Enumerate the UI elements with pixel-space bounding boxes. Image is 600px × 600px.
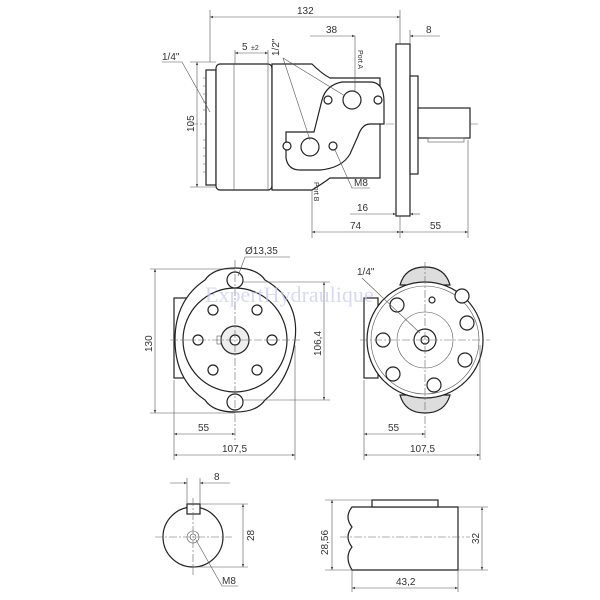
side-view: 132 38 8 5 ±2 1/2" Port A Port B 1/4" 10… — [162, 6, 480, 238]
label-rear-drain-port: 1/4" — [357, 267, 375, 278]
dim-rear-half-width: 55 — [388, 423, 400, 434]
dim-half-width: 55 — [198, 423, 210, 434]
motor-body — [215, 63, 273, 191]
output-shaft — [417, 107, 471, 139]
dim-overall-length: 132 — [297, 6, 314, 17]
dim-key-height: 28,56 — [320, 530, 331, 555]
dim-flange-to-shaft: 8 — [426, 25, 432, 36]
dim-flange-height: 130 — [144, 335, 155, 352]
port-b-hole — [300, 137, 320, 157]
label-port-size: 1/2" — [271, 38, 282, 56]
end-cap — [205, 69, 217, 186]
front-view: Ø13,35 130 106,4 55 107,5 — [144, 246, 330, 460]
shaft-side-view: 28,56 32 43,2 — [320, 499, 488, 592]
dim-port-a-offset: 38 — [326, 25, 338, 36]
dim-drain-offset: 5 — [242, 42, 248, 53]
dim-shaft-end-diameter: 28 — [246, 529, 257, 541]
label-port-a: Port A — [356, 50, 363, 69]
dim-flange-thickness: 16 — [357, 203, 369, 214]
dim-body-length: 74 — [350, 221, 362, 232]
dim-shaft-length: 55 — [430, 221, 442, 232]
shaft-end-view: 8 28 M8 — [155, 472, 257, 587]
mounting-flange — [395, 43, 411, 217]
dim-key-width: 8 — [214, 472, 220, 483]
label-mount-thread: M8 — [354, 178, 368, 189]
dim-shaft-diameter: 32 — [471, 532, 482, 544]
cap-screws — [375, 288, 475, 393]
dim-width: 107,5 — [222, 444, 247, 455]
dim-hole-diameter: Ø13,35 — [245, 246, 278, 257]
dim-body-height: 105 — [186, 115, 197, 132]
dim-key-length: 43,2 — [396, 577, 416, 588]
label-port-b: Port B — [312, 182, 319, 202]
dim-hole-spacing: 106,4 — [313, 331, 324, 356]
bolt-circle — [192, 304, 278, 376]
rear-view: 1/4" 55 107,5 — [357, 262, 490, 460]
dim-rear-width: 107,5 — [410, 444, 435, 455]
dim-drain-tolerance: ±2 — [251, 45, 259, 52]
label-drain-port: 1/4" — [162, 52, 180, 63]
label-shaft-thread: M8 — [222, 576, 236, 587]
watermark: ExpertHydraulique — [205, 282, 374, 307]
port-a-hole — [342, 90, 362, 110]
